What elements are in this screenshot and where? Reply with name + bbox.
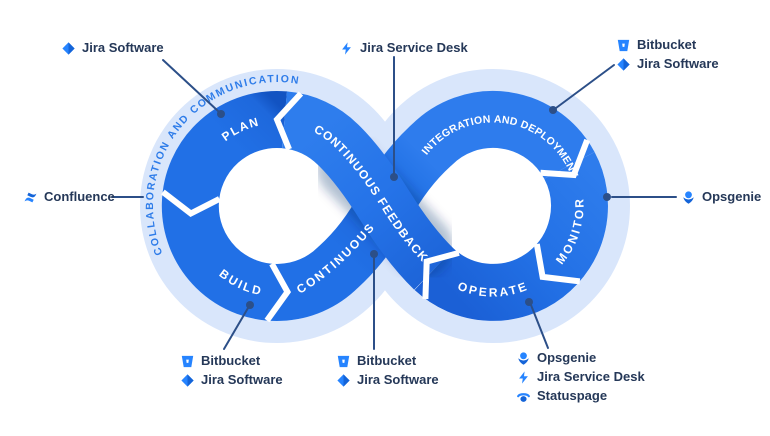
callout-left: Confluence [24, 189, 115, 205]
callout-item-label: Statuspage [537, 388, 608, 403]
connector-dot-operate [525, 298, 533, 306]
segment-divider-plan-feedback [273, 91, 304, 151]
connector-dot-build [246, 301, 254, 309]
connector-dot-plan [217, 110, 225, 118]
segment-divider-monitor-operate [533, 243, 581, 285]
callout-item-label: Jira Service Desk [360, 40, 468, 55]
callout-item-label: Confluence [44, 189, 115, 204]
band-monitor-operate [414, 152, 608, 321]
callout-item-label: Jira Software [201, 372, 283, 387]
callout-item-bitbucket[interactable]: Bitbucket [337, 353, 439, 369]
callout-item-bitbucket[interactable]: Bitbucket [181, 353, 283, 369]
callout-item-confluence[interactable]: Confluence [24, 189, 115, 205]
callout-item-label: Jira Software [637, 56, 719, 71]
callout-item-label: Jira Service Desk [537, 369, 645, 384]
callout-item-label: Jira Software [357, 372, 439, 387]
connector-top-right [555, 64, 615, 109]
callout-top-right: Bitbucket Jira Software [617, 37, 719, 72]
band-continuous-feedback [280, 91, 455, 290]
bitbucket-icon [181, 355, 194, 367]
band-plan-build-integration [161, 90, 595, 321]
callout-item-jira-software[interactable]: Jira Software [617, 56, 719, 72]
segment-label-operate: OPERATE [456, 279, 528, 300]
callout-top-center: Jira Service Desk [340, 40, 468, 56]
callout-bottom-center: Bitbucket Jira Software [337, 353, 439, 388]
jira-service-desk-icon [519, 370, 528, 384]
callout-item-opsgenie[interactable]: Opsgenie [682, 189, 761, 205]
jira-software-icon [337, 373, 350, 387]
callout-item-label: Jira Software [82, 40, 164, 55]
connector-top-left [162, 59, 219, 112]
connector-dot-integration [549, 106, 557, 114]
callout-item-bitbucket[interactable]: Bitbucket [617, 37, 719, 53]
bitbucket-icon [337, 355, 350, 367]
segment-divider-build-continuous [264, 262, 292, 323]
callout-item-label: Opsgenie [702, 189, 762, 204]
connector-dot-monitor [603, 193, 611, 201]
callout-bottom-right: Opsgenie Jira Service Desk Statuspage [517, 350, 645, 404]
bitbucket-icon [617, 39, 630, 51]
callout-item-statuspage[interactable]: Statuspage [517, 388, 645, 404]
callout-item-label: Bitbucket [201, 353, 261, 368]
callout-item-jira-software[interactable]: Jira Software [181, 372, 283, 388]
connector-dot-continuous [370, 250, 378, 258]
jira-software-icon [181, 373, 194, 387]
segment-divider-operate-feedback [422, 250, 460, 300]
callout-item-label: Opsgenie [537, 350, 597, 365]
connector-dot-feedback [390, 173, 398, 181]
connector-bottom-right [530, 304, 549, 349]
callout-item-opsgenie[interactable]: Opsgenie [517, 350, 645, 366]
callout-item-label: Bitbucket [357, 353, 417, 368]
callout-item-jira-service-desk[interactable]: Jira Service Desk [340, 40, 468, 56]
opsgenie-icon [518, 351, 529, 365]
callout-item-jira-service-desk[interactable]: Jira Service Desk [517, 369, 645, 385]
callout-right: Opsgenie [682, 189, 761, 205]
statuspage-icon [517, 392, 530, 402]
callout-item-jira-software[interactable]: Jira Software [337, 372, 439, 388]
connector-bottom-left [223, 307, 249, 350]
confluence-icon [24, 192, 37, 202]
callout-item-label: Bitbucket [637, 37, 697, 52]
callout-item-jira-software[interactable]: Jira Software [62, 40, 164, 56]
svg-text:OPERATE: OPERATE [456, 279, 530, 300]
callout-bottom-left: Bitbucket Jira Software [181, 353, 283, 388]
jira-service-desk-icon [342, 41, 351, 55]
segment-divider-integration-monitor [540, 138, 591, 179]
jira-software-icon [62, 41, 75, 55]
segment-divider-plan-build [161, 189, 221, 218]
callout-top-left: Jira Software [62, 40, 164, 56]
opsgenie-icon [683, 190, 694, 204]
jira-software-icon [617, 57, 630, 71]
